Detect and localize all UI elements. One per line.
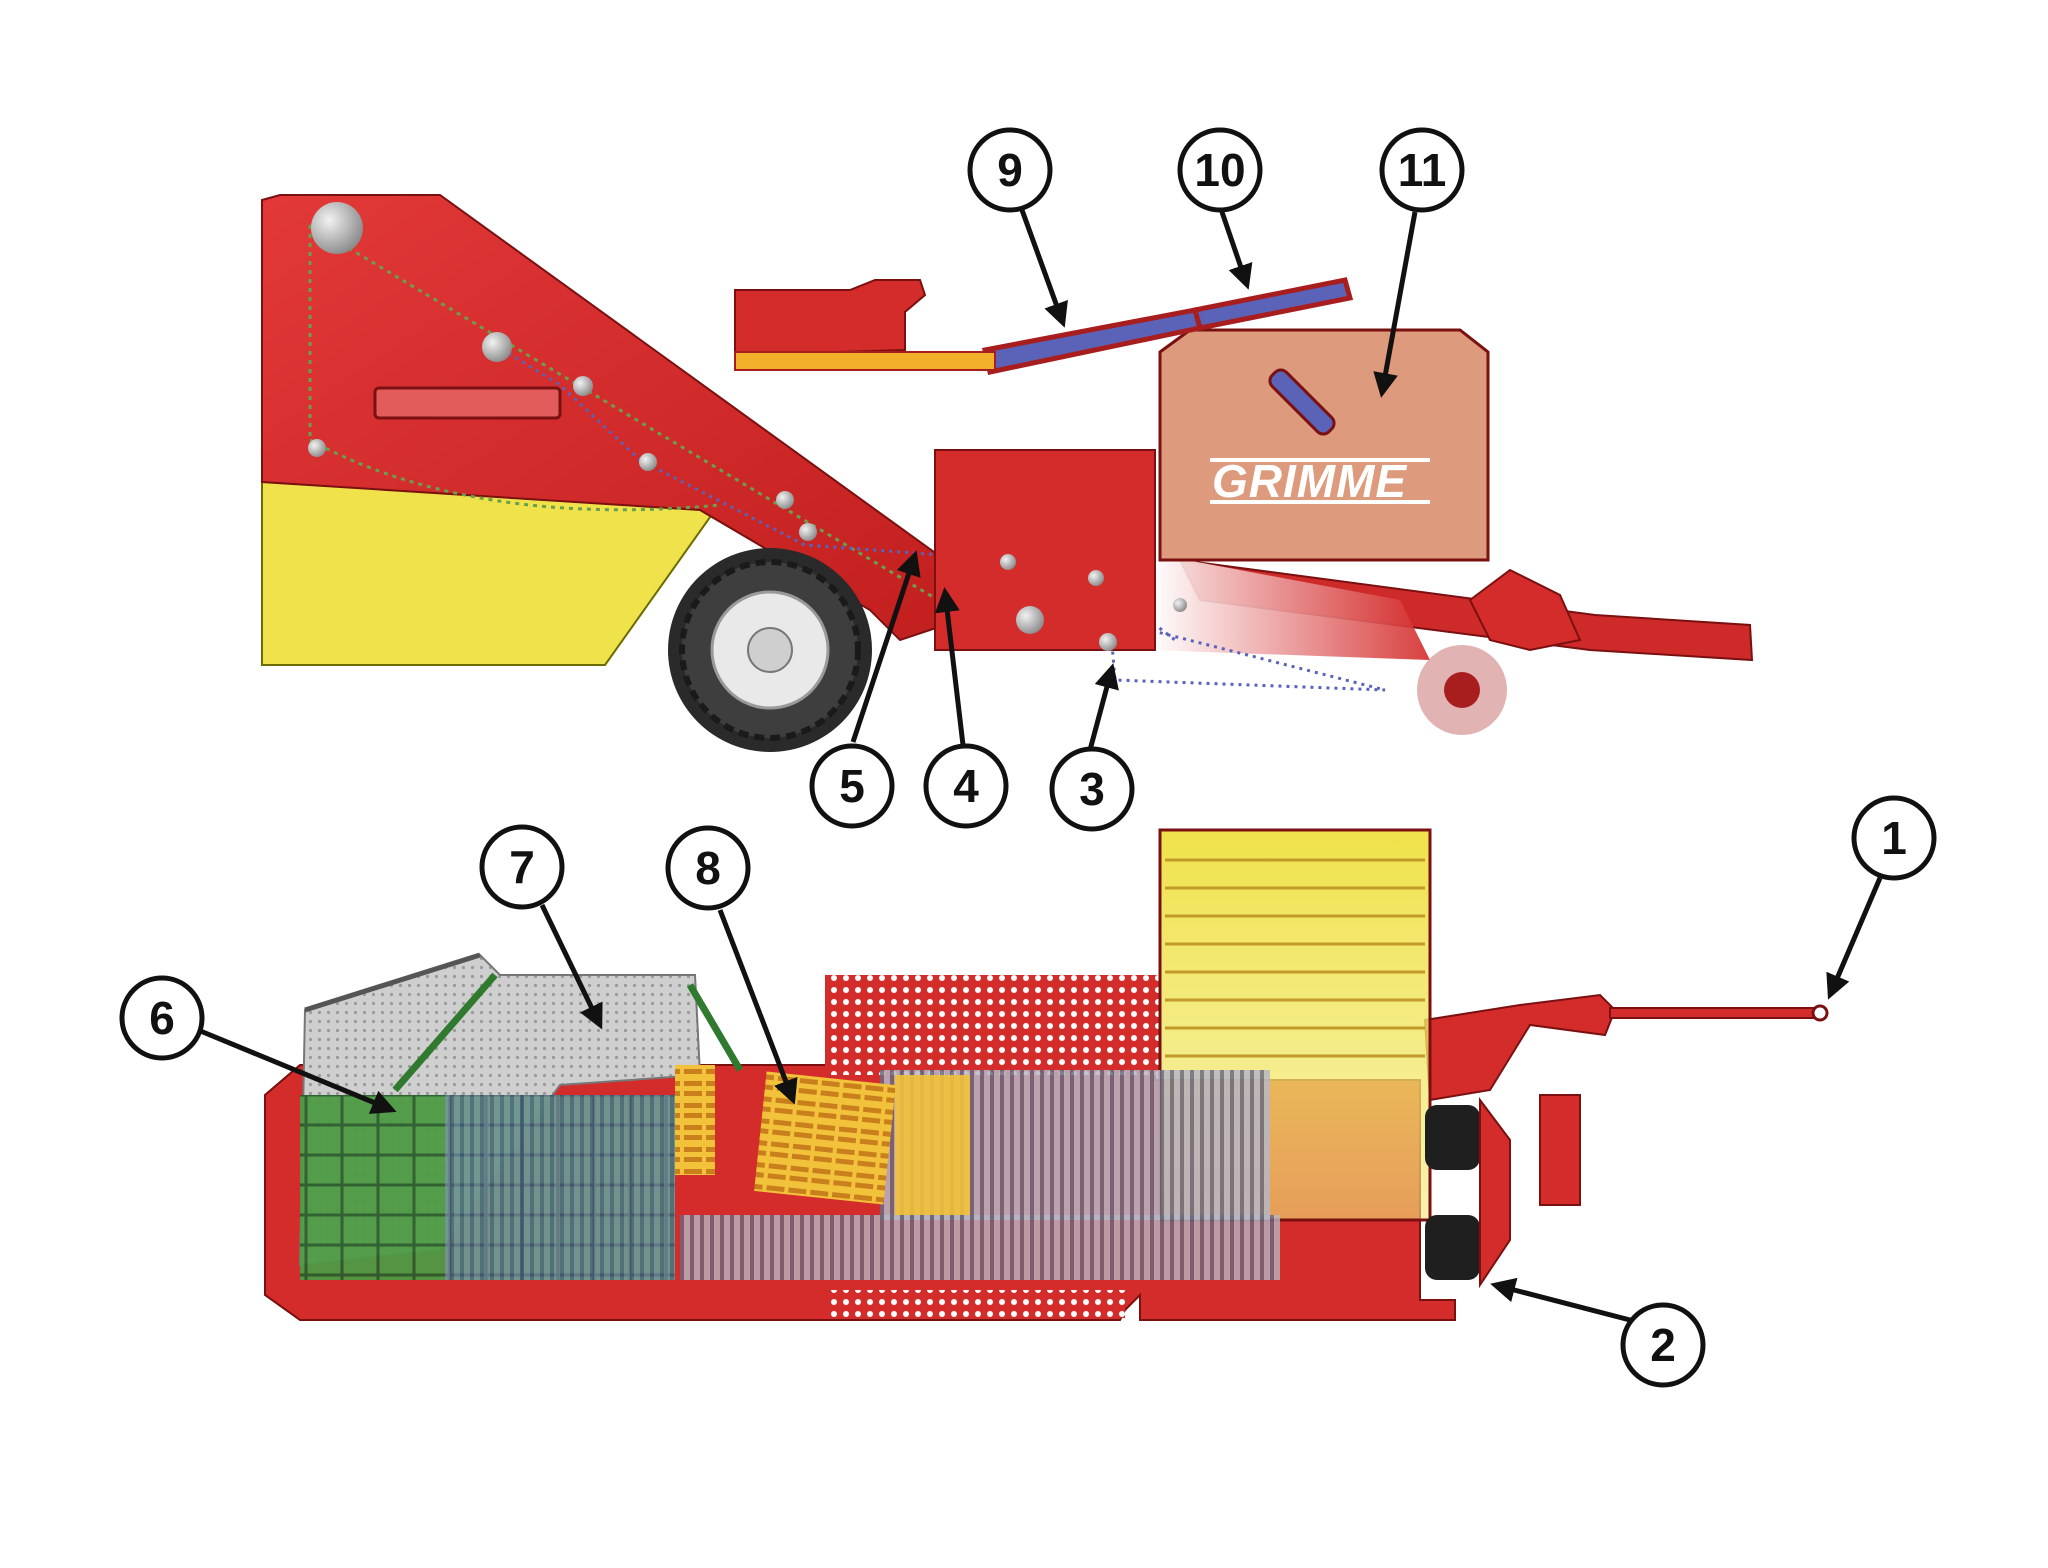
callout-9: 9 bbox=[967, 127, 1053, 213]
leader-10 bbox=[1219, 211, 1253, 290]
side-roller-b bbox=[573, 376, 593, 396]
top-separation-rollers bbox=[675, 1065, 970, 1215]
side-bunker-stripe-2 bbox=[1210, 500, 1430, 504]
leader-9 bbox=[1019, 209, 1068, 328]
top-blue-bars bbox=[445, 1095, 675, 1280]
side-front-arm bbox=[1468, 568, 1582, 652]
callout-9-label: 9 bbox=[997, 144, 1023, 196]
side-elevator-chain bbox=[308, 223, 981, 627]
leader-6 bbox=[197, 1027, 397, 1114]
side-main-frame-beam bbox=[1150, 555, 1430, 660]
side-roller-h bbox=[1000, 554, 1016, 570]
callout-11-label: 11 bbox=[1398, 144, 1447, 196]
top-screen-frame bbox=[304, 952, 481, 1013]
callout-5-label: 5 bbox=[839, 760, 865, 812]
side-roller-f bbox=[799, 523, 817, 541]
leader-3 bbox=[1087, 663, 1119, 751]
callout-8-label: 8 bbox=[695, 842, 721, 894]
leader-2 bbox=[1490, 1277, 1631, 1323]
leader-4 bbox=[934, 587, 966, 746]
leader-11 bbox=[1373, 211, 1418, 398]
side-roller-a bbox=[482, 332, 512, 362]
brand-logo: GRIMME bbox=[1212, 455, 1407, 507]
side-bunker bbox=[1158, 328, 1490, 562]
side-share-disc-hub bbox=[1444, 672, 1480, 708]
callout-7: 7 bbox=[479, 824, 565, 910]
side-roller-g bbox=[1016, 606, 1044, 634]
leader-1 bbox=[1826, 877, 1883, 1000]
leader-7 bbox=[539, 903, 603, 1030]
side-gearbox bbox=[934, 449, 1156, 651]
side-cleaning-unit bbox=[734, 279, 927, 357]
callout-7-label: 7 bbox=[509, 841, 535, 893]
callout-10: 10 bbox=[1177, 127, 1263, 213]
side-roller-c bbox=[639, 453, 657, 471]
side-wheel bbox=[668, 548, 872, 752]
leader-5 bbox=[850, 550, 921, 743]
side-bunker-elevator bbox=[1191, 277, 1354, 331]
side-hopper-slot bbox=[373, 386, 562, 420]
callout-2-label: 2 bbox=[1650, 1319, 1676, 1371]
top-lower-bars bbox=[680, 1215, 1280, 1280]
side-bunker-filler-tube bbox=[1268, 368, 1336, 436]
side-roller-top bbox=[311, 202, 363, 254]
top-hitch-post bbox=[1539, 1094, 1581, 1206]
side-roller-k bbox=[1099, 633, 1117, 651]
side-bunker-stripe-1 bbox=[1210, 458, 1430, 462]
callout-3: 3 bbox=[1049, 746, 1135, 832]
top-view bbox=[264, 828, 1829, 1321]
callout-3-label: 3 bbox=[1079, 763, 1105, 815]
top-perforated-floor bbox=[825, 975, 1160, 1075]
callout-leaders bbox=[197, 209, 1883, 1323]
top-hitch-frame bbox=[1423, 993, 1617, 1102]
top-drawbar-rod bbox=[1609, 1007, 1816, 1019]
top-perforated-strip bbox=[825, 1290, 1125, 1318]
callout-5: 5 bbox=[809, 743, 895, 829]
callout-6-label: 6 bbox=[149, 992, 175, 1044]
callout-2: 2 bbox=[1620, 1302, 1706, 1388]
callout-1: 1 bbox=[1851, 795, 1937, 881]
side-roller-j bbox=[1173, 598, 1187, 612]
side-roller-e bbox=[776, 491, 794, 509]
top-hitch-eye bbox=[1811, 1004, 1829, 1022]
callout-4-label: 4 bbox=[953, 760, 979, 812]
top-bunker-lines bbox=[1165, 858, 1425, 1058]
leader-8 bbox=[717, 909, 798, 1105]
callout-1-label: 1 bbox=[1881, 812, 1907, 864]
top-green-rod-2 bbox=[686, 983, 744, 1072]
callout-4: 4 bbox=[923, 743, 1009, 829]
callout-11: 11 bbox=[1379, 127, 1465, 213]
top-green-rod-1 bbox=[392, 972, 498, 1093]
callout-10-label: 10 bbox=[1194, 144, 1245, 196]
top-share-discs bbox=[1425, 1097, 1511, 1289]
side-hopper-yellow bbox=[261, 481, 737, 666]
callout-6: 6 bbox=[119, 975, 205, 1061]
side-roller-d bbox=[308, 439, 326, 457]
callout-8: 8 bbox=[665, 825, 751, 911]
side-view: GRIMME bbox=[261, 194, 1754, 752]
side-roller-i bbox=[1088, 570, 1104, 586]
side-roller-strip bbox=[734, 351, 996, 371]
